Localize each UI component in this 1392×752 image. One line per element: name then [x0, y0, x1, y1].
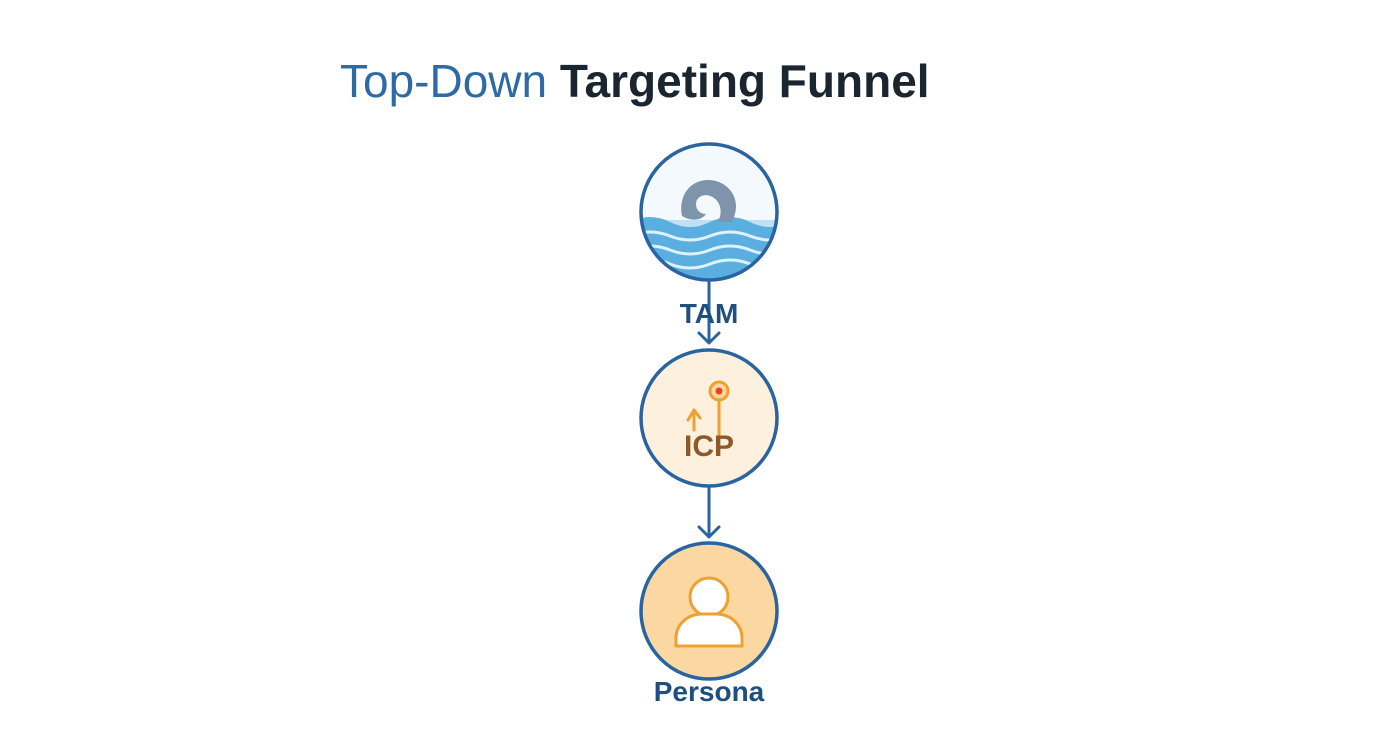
title-part-funnel: Targeting Funnel: [559, 55, 930, 107]
persona-node: [639, 541, 779, 681]
fishing-hook-icon: [686, 380, 730, 440]
arrow-icp-to-persona: [697, 487, 721, 539]
icp-label: ICP: [684, 430, 734, 463]
icp-node: ICP: [639, 348, 779, 488]
arrow-tam-to-icp: [697, 280, 721, 345]
tam-label: TAM: [680, 298, 739, 329]
title-part-topdown: Top-Down: [340, 55, 548, 107]
tam-node: [639, 142, 779, 282]
page-title: Top-Down Targeting Funnel: [340, 52, 930, 110]
persona-label: Persona: [654, 676, 765, 707]
person-icon: [674, 576, 744, 648]
